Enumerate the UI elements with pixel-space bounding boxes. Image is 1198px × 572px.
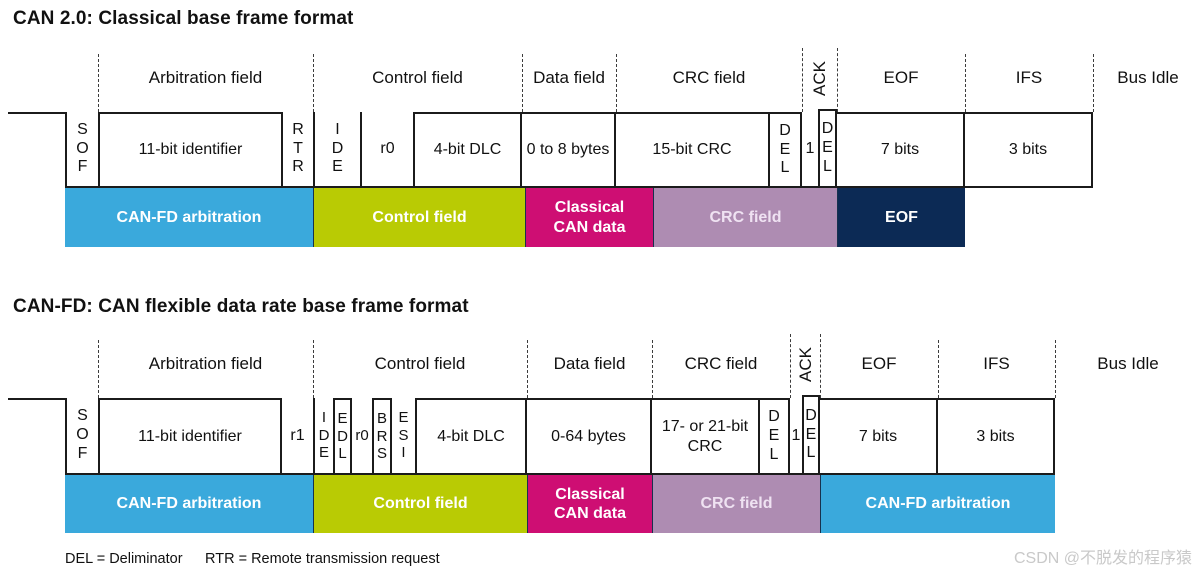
d2-dashed-separator xyxy=(820,334,821,398)
d1-label-crc-field: CRC field xyxy=(672,68,746,87)
footer-del-note: DEL = Deliminator xyxy=(65,551,183,567)
d2-cell-crc-delimiter: D E L xyxy=(760,398,790,475)
d2-cell-esi: E S I xyxy=(392,398,415,475)
d2-dashed-separator xyxy=(98,340,99,398)
d1-bar-classical-can-data: Classical CAN data xyxy=(525,188,653,247)
d1-dashed-separator xyxy=(313,54,314,112)
d1-cell-data: 0 to 8 bytes xyxy=(522,112,616,188)
d1-cell-crc: 15-bit CRC xyxy=(616,112,770,188)
d2-bar-control-field: Control field xyxy=(313,475,527,533)
d1-cell-ide: I D E xyxy=(313,112,362,188)
d2-cell-ack-delimiter: D E L xyxy=(802,395,820,475)
d2-cell-edl: E D L xyxy=(333,398,352,475)
d1-dashed-separator xyxy=(802,48,803,112)
d1-bar-control-field: Control field xyxy=(313,188,525,247)
d1-label-bus-idle: Bus Idle xyxy=(1117,68,1179,87)
d2-bus-idle-line xyxy=(8,398,65,400)
d2-dashed-separator xyxy=(313,340,314,398)
d1-cell-sof: S O F xyxy=(65,112,98,188)
d2-label-crc-field: CRC field xyxy=(684,354,758,373)
csdn-watermark: CSDN @不脱发的程序猿 xyxy=(1013,550,1192,567)
d1-cell-ifs: 3 bits xyxy=(965,112,1093,188)
d2-cell-brs: B R S xyxy=(372,398,392,475)
d2-bar-canfd-arbitration-left: CAN-FD arbitration xyxy=(65,475,313,533)
d1-dashed-separator xyxy=(98,54,99,112)
d1-bus-idle-line xyxy=(8,112,65,114)
d1-bar-canfd-arbitration: CAN-FD arbitration xyxy=(65,188,313,247)
diagram1-title: CAN 2.0: Classical base frame format xyxy=(13,8,354,29)
d2-label-ifs: IFS xyxy=(983,354,1010,373)
d2-cell-identifier: 11-bit identifier xyxy=(98,398,282,475)
d2-bar-classical-can-data: Classical CAN data xyxy=(527,475,652,533)
d1-bar-eof: EOF xyxy=(837,188,965,247)
diagram2-title: CAN-FD: CAN flexible data rate base fram… xyxy=(13,296,469,317)
d2-cell-sof: S O F xyxy=(65,398,98,475)
d2-label-control-field: Control field xyxy=(374,354,466,373)
d2-dashed-separator xyxy=(1055,340,1056,398)
d2-bar-canfd-arbitration-right: CAN-FD arbitration xyxy=(820,475,1055,533)
d1-label-arbitration-field: Arbitration field xyxy=(148,68,263,87)
d1-dashed-separator xyxy=(522,54,523,112)
d1-cell-rtr: R T R xyxy=(283,112,313,188)
d1-dashed-separator xyxy=(616,54,617,112)
d2-bar-crc-field: CRC field xyxy=(652,475,820,533)
d1-cell-eof: 7 bits xyxy=(837,112,965,188)
footer-rtr-note: RTR = Remote transmission request xyxy=(205,551,440,567)
d2-label-eof: EOF xyxy=(861,354,897,373)
d1-dashed-separator xyxy=(1093,54,1094,112)
d2-label-bus-idle: Bus Idle xyxy=(1097,354,1159,373)
d1-label-control-field: Control field xyxy=(372,68,463,87)
d1-dashed-separator xyxy=(837,48,838,112)
d2-cell-r1: r1 xyxy=(282,398,313,475)
d2-label-data-field: Data field xyxy=(553,354,626,373)
d1-cell-dlc: 4-bit DLC xyxy=(413,112,522,188)
d2-cell-r0: r0 xyxy=(352,398,372,475)
d2-cell-data: 0-64 bytes xyxy=(527,398,652,475)
d2-dashed-separator xyxy=(527,340,528,398)
d1-label-ifs: IFS xyxy=(1015,68,1043,87)
d1-cell-ack-slot: 1 xyxy=(802,112,818,188)
d2-cell-ide: I D E xyxy=(313,398,333,475)
d1-bar-crc-field: CRC field xyxy=(653,188,837,247)
d2-label-arbitration-field: Arbitration field xyxy=(148,354,263,373)
d1-label-eof: EOF xyxy=(883,68,919,87)
d1-cell-crc-delimiter: D E L xyxy=(770,112,802,188)
d1-cell-ack-delimiter: D E L xyxy=(818,109,837,188)
d2-cell-ifs: 3 bits xyxy=(938,398,1055,475)
d2-dashed-separator xyxy=(652,340,653,398)
d2-cell-ack-slot: 1 xyxy=(790,398,802,475)
d1-cell-identifier: 11-bit identifier xyxy=(98,112,283,188)
d2-dashed-separator xyxy=(790,334,791,398)
d1-label-data-field: Data field xyxy=(533,68,605,87)
d1-dashed-separator xyxy=(965,54,966,112)
d2-cell-eof: 7 bits xyxy=(820,398,938,475)
d2-cell-crc: 17- or 21-bit CRC xyxy=(652,398,760,475)
d2-dashed-separator xyxy=(938,340,939,398)
d1-cell-r0: r0 xyxy=(362,112,413,188)
d2-cell-dlc: 4-bit DLC xyxy=(415,398,527,475)
